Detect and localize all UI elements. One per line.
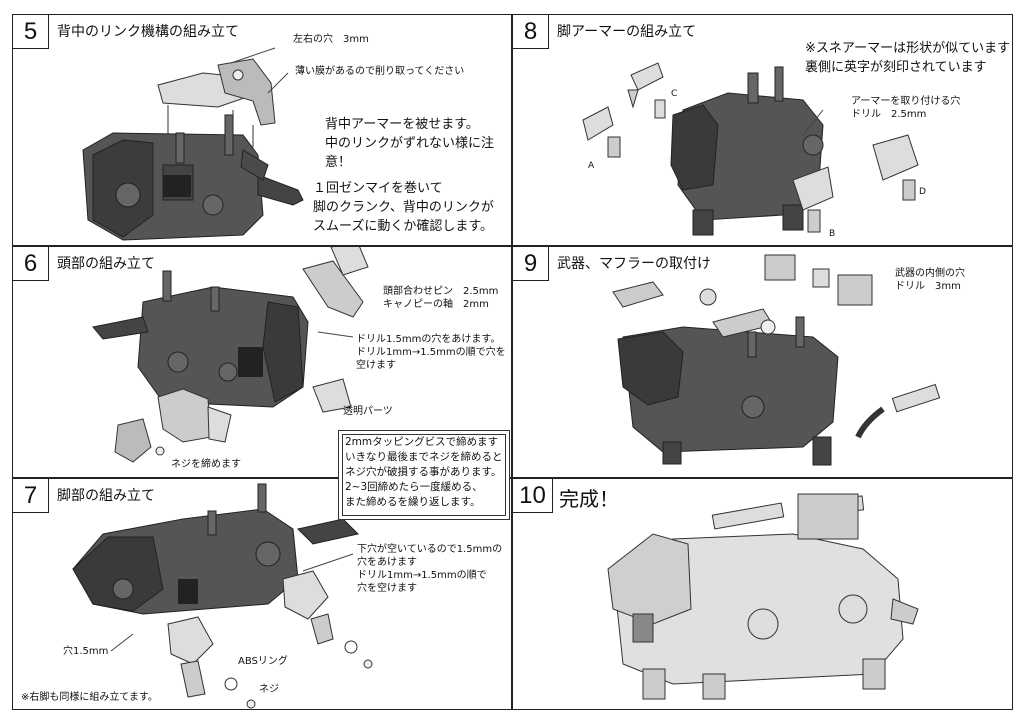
step-title: 背中のリンク機構の組み立て bbox=[57, 24, 239, 40]
step-10-panel: 10 完成！ bbox=[512, 478, 1013, 710]
leg-illustration bbox=[72, 483, 373, 709]
completed-model-illustration bbox=[607, 493, 919, 700]
step-title: 完成！ bbox=[559, 487, 619, 511]
part-label-a: A bbox=[588, 161, 595, 171]
clear-parts-label: 透明パーツ bbox=[343, 406, 393, 417]
step-number: 10 bbox=[513, 479, 553, 513]
step-number: 5 bbox=[13, 15, 49, 49]
membrane-note: 薄い膜があるので削り取ってください bbox=[295, 66, 465, 77]
step-title: 脚部の組み立て bbox=[57, 488, 155, 504]
screw-label: ネジ bbox=[259, 684, 279, 695]
pilot-hole-note: 下穴が空いているので1.5mmの 穴をあけます ドリル1mm→1.5mmの順で … bbox=[357, 544, 503, 594]
step-8-panel: 8 脚アーマーの組み立て A B C D ※スネアーマーは形状が似ています 裏側 bbox=[512, 14, 1013, 246]
part-label-b: B bbox=[829, 229, 836, 239]
weapon-hole-note: 武器の内側の穴 ドリル 3mm bbox=[895, 268, 965, 292]
step-number: 7 bbox=[13, 479, 49, 513]
weapon-muffler-illustration bbox=[612, 254, 941, 466]
shin-armor-note: ※スネアーマーは形状が似ています 裏側に英字が刻印されています bbox=[805, 41, 1011, 75]
step-9-panel: 9 武器、マフラーの取付け 武器の内側の穴 ドリル 3mm bbox=[512, 246, 1013, 478]
step-5-panel: 5 背中のリンク機構の組み立て 左右の穴 3mm 薄い膜があるので削り取って bbox=[12, 14, 512, 246]
step-title: 脚アーマーの組み立て bbox=[557, 24, 697, 40]
hole-note: 左右の穴 3mm bbox=[293, 34, 369, 45]
leg-armor-illustration bbox=[582, 62, 919, 236]
step-title: 武器、マフラーの取付け bbox=[557, 256, 711, 272]
crank-check-note: １回ゼンマイを巻いて 脚のクランク、背中のリンクが スムーズに動くか確認します。 bbox=[313, 181, 494, 234]
tapping-screw-callout: 2mmタッピングビスで締めます いきなり最後までネジを締めると ネジ穴が破損する… bbox=[338, 430, 510, 520]
armor-note: 背中アーマーを被せます。 中のリンクがずれない様に注意！ bbox=[325, 117, 495, 170]
head-illustration bbox=[92, 247, 369, 463]
step-number: 6 bbox=[13, 247, 49, 281]
part-label-c: C bbox=[671, 89, 678, 99]
step-6-panel: 6 頭部の組み立て 頭部合わせピン 2.5mm キャノピーの軸 2mm ドリル1… bbox=[12, 246, 512, 478]
armor-hole-note: アーマーを取り付ける穴 ドリル 2.5mm bbox=[851, 96, 961, 120]
pin-size-note: 頭部合わせピン 2.5mm キャノピーの軸 2mm bbox=[383, 286, 499, 310]
step-number: 9 bbox=[513, 247, 549, 281]
step-number: 8 bbox=[513, 15, 549, 49]
right-leg-note: ※右脚も同様に組み立てます。 bbox=[21, 692, 158, 703]
part-label-d: D bbox=[919, 187, 926, 197]
hole-size-label: 穴1.5mm bbox=[63, 646, 109, 657]
drill-note: ドリル1.5mmの穴をあけます。 ドリル1mm→1.5mmの順で穴を 空けます bbox=[356, 334, 506, 371]
step-title: 頭部の組み立て bbox=[57, 256, 155, 272]
screw-tighten-note: ネジを締めます bbox=[171, 459, 241, 470]
abs-ring-label: ABSリング bbox=[238, 656, 288, 667]
back-link-illustration bbox=[82, 47, 304, 241]
